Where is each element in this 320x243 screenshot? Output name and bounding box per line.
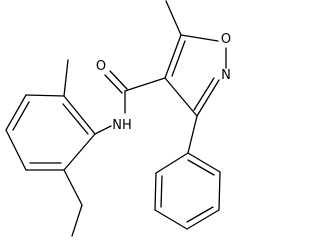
bond-aryl-6 bbox=[63, 133, 96, 171]
bond-phenyl-inner-b bbox=[186, 206, 214, 223]
bond-n-aryl bbox=[94, 125, 112, 135]
bond-aryl-2 bbox=[25, 94, 65, 97]
phenyl-ring bbox=[154, 115, 221, 230]
molecule-structure: O N O NH bbox=[5, 0, 231, 237]
bond-c4-c5 bbox=[164, 34, 182, 79]
bond-c4-c5-inner bbox=[171, 40, 186, 77]
carbonyl-oxygen-label: O bbox=[96, 59, 106, 74]
aryl-ring bbox=[5, 94, 96, 171]
amide-nh-label: NH bbox=[112, 118, 132, 133]
bond-carbonyl-o-b bbox=[104, 74, 123, 94]
bond-phenyl-3 bbox=[154, 209, 188, 230]
bond-phenyl-6 bbox=[187, 152, 221, 173]
ring-nitrogen-label: N bbox=[221, 68, 231, 83]
isoxazole-ring bbox=[164, 34, 227, 117]
bond-aryl-ethyl-2 bbox=[71, 204, 83, 237]
bond-phenyl-4 bbox=[186, 209, 220, 230]
bond-phenyl-1 bbox=[155, 152, 189, 174]
bond-c5-o1 bbox=[180, 34, 219, 42]
bond-c5-methyl bbox=[165, 0, 182, 36]
bond-phenyl-inner-a bbox=[160, 175, 163, 208]
bond-phenyl-5 bbox=[218, 171, 221, 211]
bond-phenyl-inner-c bbox=[187, 159, 215, 176]
bond-aryl-3 bbox=[5, 94, 27, 131]
bond-aryl-inner-a bbox=[62, 103, 89, 135]
bond-phenyl-2 bbox=[154, 172, 157, 211]
bond-aryl-methyl bbox=[63, 59, 69, 97]
bond-n2-c3-inner bbox=[193, 77, 215, 111]
bond-c3-c4 bbox=[164, 77, 198, 117]
bond-aryl-inner-b bbox=[12, 101, 30, 131]
bond-aryl-1 bbox=[63, 95, 96, 135]
bond-aryl-ethyl-1 bbox=[63, 169, 83, 206]
bond-c4-carbonyl bbox=[124, 77, 166, 92]
bond-n2-c3 bbox=[196, 79, 220, 117]
bond-carbonyl-o-a bbox=[109, 70, 128, 90]
ring-oxygen-label: O bbox=[221, 32, 231, 47]
carboxamide-group bbox=[94, 70, 166, 135]
bond-c3-phenyl bbox=[187, 115, 198, 154]
bond-aryl-4 bbox=[5, 129, 27, 171]
